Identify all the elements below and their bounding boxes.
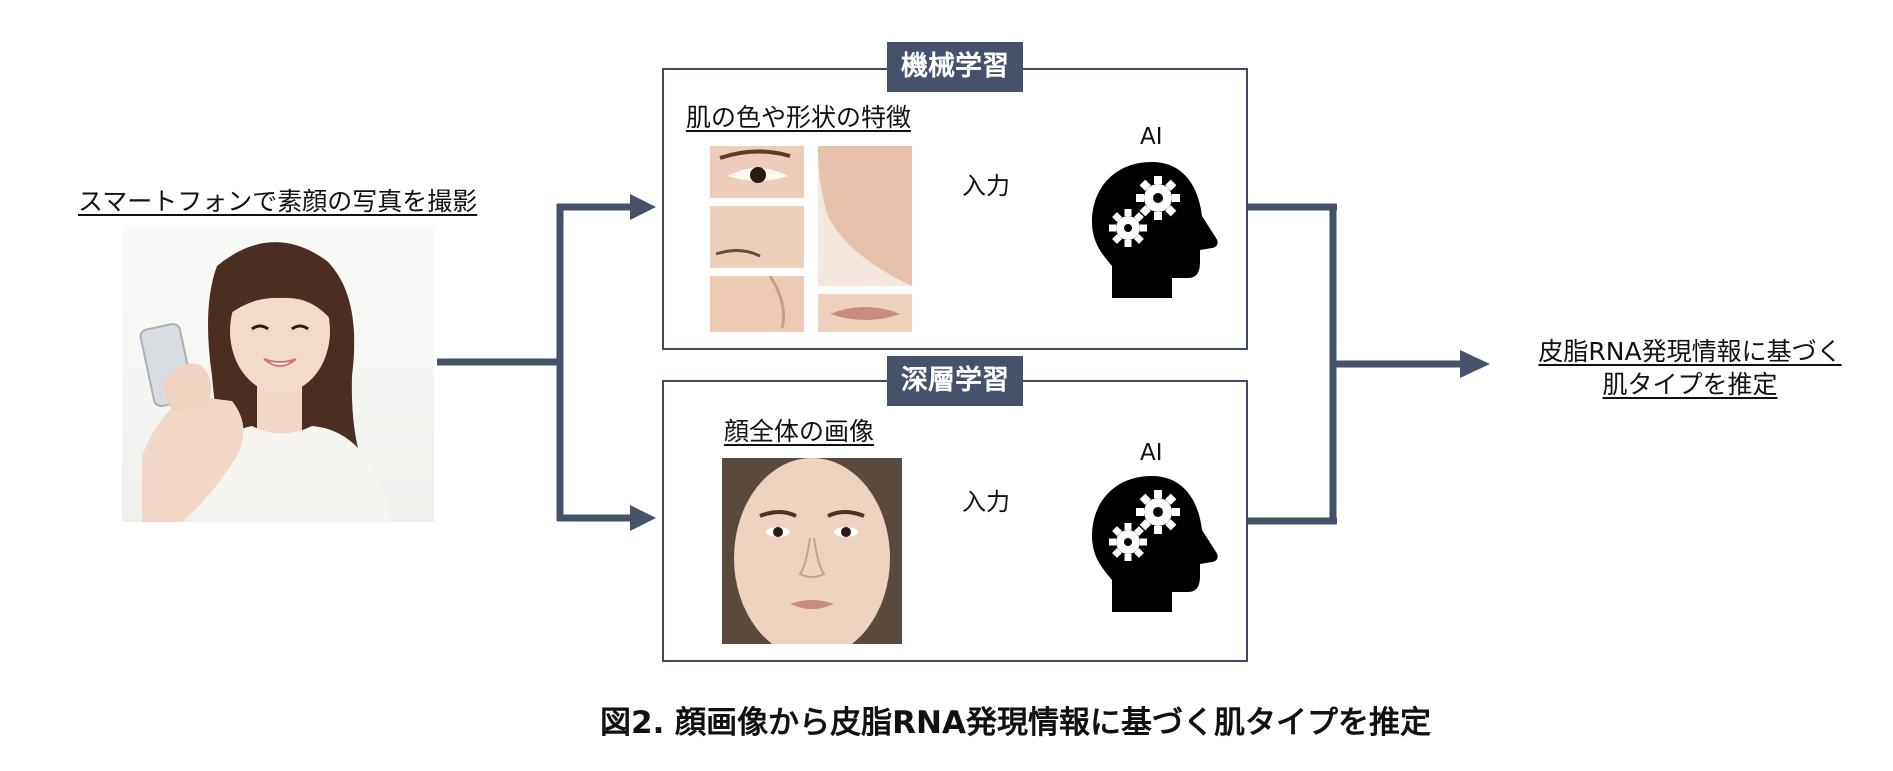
- face-photo: [722, 458, 902, 644]
- ml-subtitle: 肌の色や形状の特徴: [686, 103, 912, 132]
- merge-connector: [1248, 203, 1462, 525]
- result-label-line2: 肌タイプを推定: [1602, 369, 1778, 399]
- ai-head-gears-icon: [1090, 472, 1220, 612]
- nose-patch-photo: [710, 276, 804, 332]
- arrow-to-ml: [630, 194, 656, 220]
- ml-ai-label: AI: [1140, 124, 1163, 150]
- forehead-patch-photo: [710, 206, 804, 268]
- split-connector: [437, 203, 630, 522]
- dl-input-label: 入力: [962, 488, 1010, 516]
- dl-ai-label: AI: [1140, 440, 1163, 466]
- ai-head-gears-icon: [1090, 158, 1220, 298]
- result-label: 皮脂RNA発現情報に基づく 肌タイプを推定: [1500, 336, 1880, 401]
- deep-learning-tag: 深層学習: [887, 356, 1023, 406]
- arrow-to-result: [1460, 350, 1490, 378]
- eye-patch-photo: [710, 146, 804, 198]
- dl-subtitle: 顔全体の画像: [724, 417, 875, 446]
- smartphone-woman-photo: [122, 226, 434, 522]
- result-label-line1: 皮脂RNA発現情報に基づく: [1538, 337, 1842, 366]
- ml-input-label: 入力: [962, 172, 1010, 200]
- arrow-to-dl: [630, 505, 656, 531]
- cheek-patch-photo: [818, 146, 912, 286]
- lips-patch-photo: [818, 294, 912, 332]
- source-label: スマートフォンで素顔の写真を撮影: [78, 187, 478, 216]
- machine-learning-tag: 機械学習: [887, 42, 1023, 92]
- figure-caption: 図2. 顔画像から皮脂RNA発現情報に基づく肌タイプを推定: [600, 705, 1431, 741]
